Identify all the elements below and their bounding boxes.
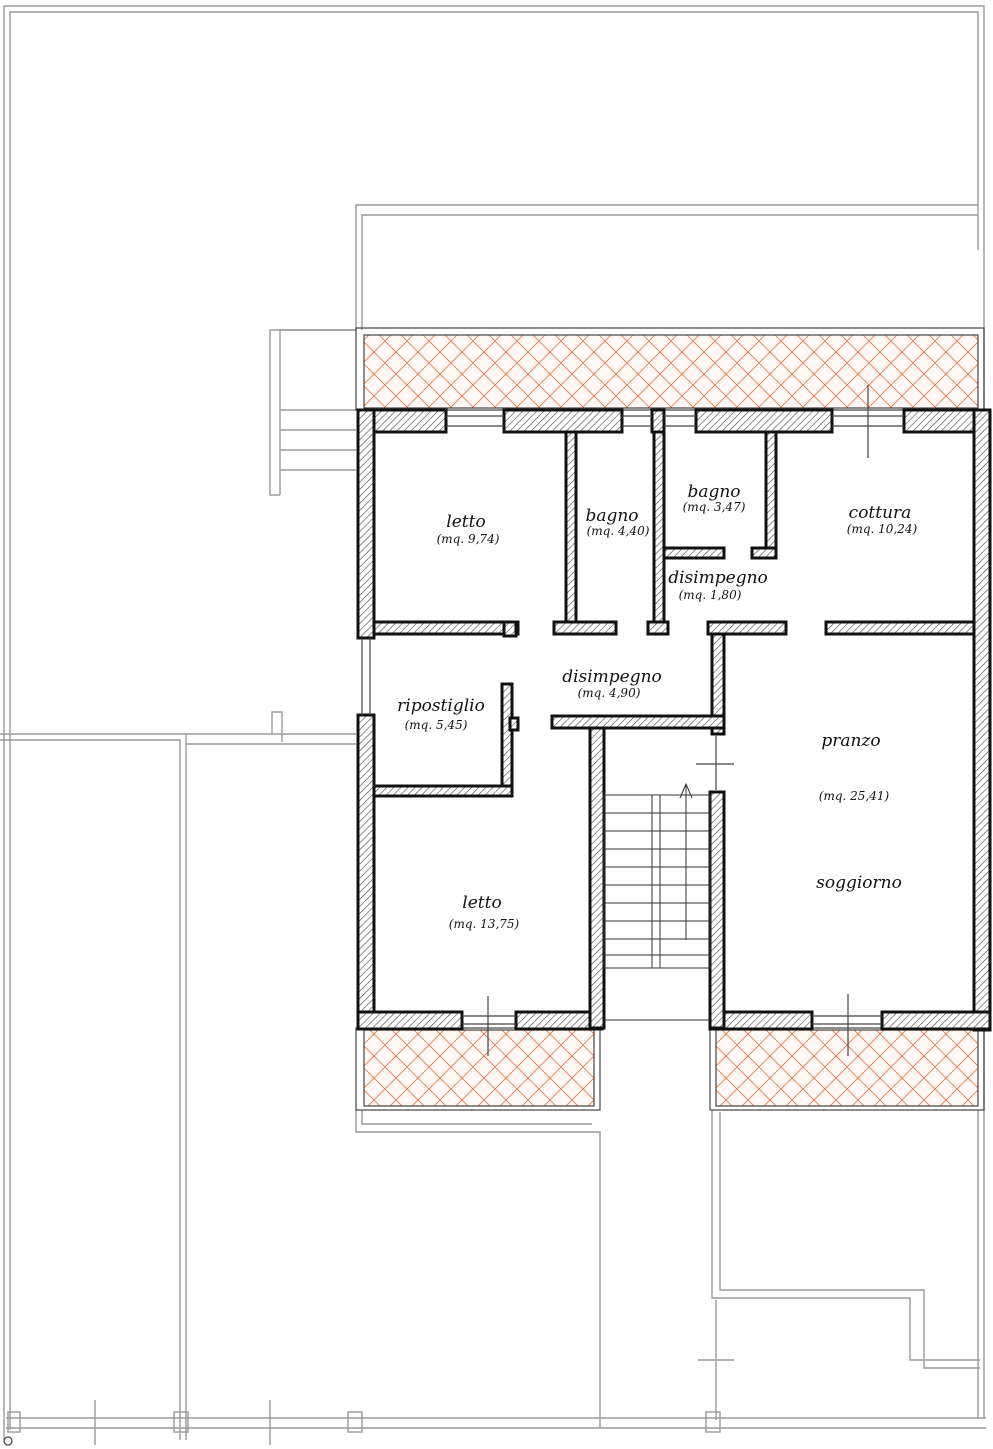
terrace-bottom-left xyxy=(363,1029,595,1107)
room-cottura-name: cottura xyxy=(849,503,912,523)
windows xyxy=(361,385,904,1056)
walls xyxy=(356,408,992,1032)
room-soggiorno-name: soggiorno xyxy=(816,873,902,893)
room-pranzo-area: (mq. 25,41) xyxy=(819,789,890,803)
site-context-lines xyxy=(0,5,986,1446)
room-disimpegno-small-area: (mq. 1,80) xyxy=(679,588,742,602)
room-letto-top-area: (mq. 9,74) xyxy=(437,532,500,546)
room-cottura-area: (mq. 10,24) xyxy=(847,522,918,536)
room-bagno-1-area: (mq. 4,40) xyxy=(587,524,650,538)
room-pranzo-name: pranzo xyxy=(821,731,880,751)
room-letto-top-name: letto xyxy=(446,512,485,532)
room-labels: letto (mq. 9,74) bagno (mq. 4,40) bagno … xyxy=(397,482,917,931)
room-disimpegno-main-name: disimpegno xyxy=(562,667,662,687)
terrace-top xyxy=(363,334,979,409)
room-ripostiglio-name: ripostiglio xyxy=(397,696,485,716)
room-disimpegno-main-area: (mq. 4,90) xyxy=(578,686,641,700)
room-bagno-2-name: bagno xyxy=(687,482,740,502)
terrace-bottom-right xyxy=(715,1029,979,1107)
room-letto-bottom-name: letto xyxy=(462,893,501,913)
room-bagno-1-name: bagno xyxy=(585,506,638,526)
terraces xyxy=(355,327,985,1111)
room-bagno-2-area: (mq. 3,47) xyxy=(683,500,746,514)
room-disimpegno-small-name: disimpegno xyxy=(668,568,768,588)
room-letto-bottom-area: (mq. 13,75) xyxy=(449,917,520,931)
staircase xyxy=(603,782,711,1021)
room-ripostiglio-area: (mq. 5,45) xyxy=(405,718,468,732)
